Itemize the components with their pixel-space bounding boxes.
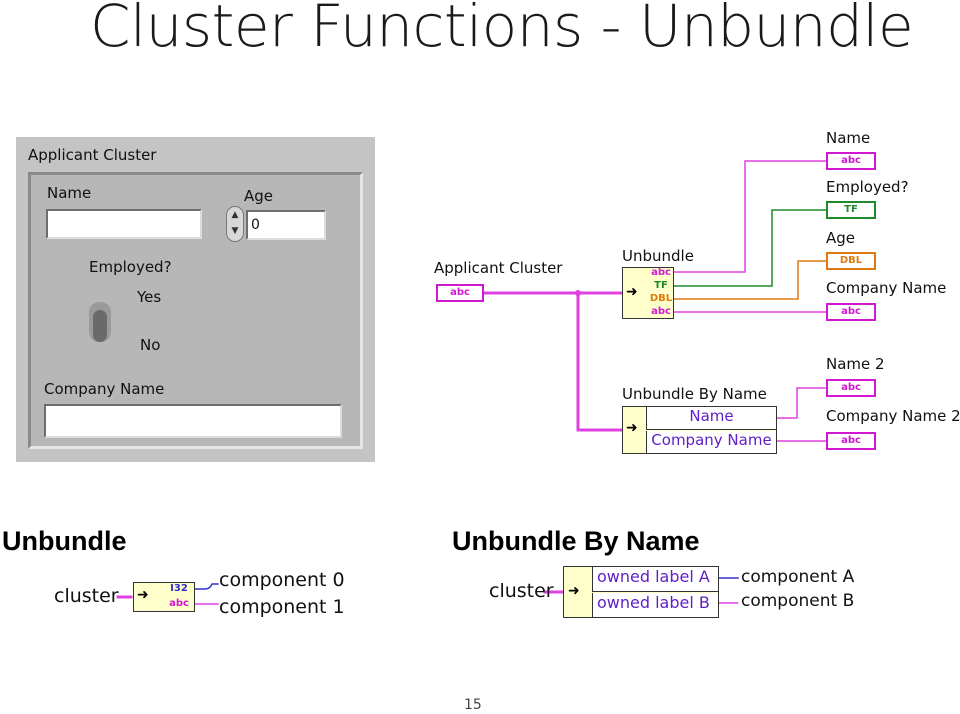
unbundle-heading: Unbundle: [2, 526, 127, 556]
unbundle-example-node: [133, 582, 195, 612]
cluster-input-label: cluster: [489, 580, 554, 602]
no-label: No: [140, 336, 161, 354]
example-term: I32: [170, 583, 188, 594]
unbundle-arrow-icon: ➜: [626, 284, 638, 300]
output-label: Employed?: [826, 178, 909, 196]
unbundle-term: DBL: [649, 293, 673, 304]
unbundle-term: abc: [651, 267, 671, 278]
example-term: abc: [169, 598, 189, 609]
unbundle-by-name-heading: Unbundle By Name: [452, 526, 700, 556]
age-label: Age: [244, 187, 274, 205]
arrow-icon: ➜: [137, 587, 149, 603]
source-label: Applicant Cluster: [434, 259, 563, 277]
component-0-label: component 0: [219, 569, 345, 591]
output-terminal[interactable]: abc: [826, 432, 876, 450]
unbundle-term: abc: [651, 306, 671, 317]
unbundle-by-name-label: Unbundle By Name: [622, 385, 767, 403]
source-terminal[interactable]: abc: [436, 284, 484, 302]
ubn-row[interactable]: Name: [646, 407, 776, 430]
owned-label-b: owned label B: [592, 593, 718, 617]
arrow-icon: ➜: [568, 583, 580, 599]
employed-label: Employed?: [89, 258, 172, 276]
company-name-label: Company Name: [44, 380, 165, 398]
output-terminal[interactable]: abc: [826, 379, 876, 397]
unbundle-term: TF: [654, 280, 668, 291]
ubn-arrow-icon: ➜: [626, 420, 638, 436]
age-field[interactable]: 0: [246, 210, 326, 240]
output-terminal[interactable]: abc: [826, 152, 876, 170]
company-name-field[interactable]: [44, 404, 342, 438]
unbundle-label: Unbundle: [622, 247, 694, 265]
component-a-label: component A: [741, 567, 855, 587]
output-label: Company Name 2: [826, 407, 960, 425]
output-label: Company Name: [826, 279, 947, 297]
output-terminal[interactable]: TF: [826, 201, 876, 219]
output-terminal[interactable]: abc: [826, 303, 876, 321]
output-terminal[interactable]: DBL: [826, 252, 876, 270]
name-field[interactable]: [46, 209, 202, 239]
component-1-label: component 1: [219, 596, 345, 618]
output-label: Name: [826, 129, 871, 147]
cluster-title: Applicant Cluster: [28, 146, 157, 164]
unbundle-node[interactable]: [622, 267, 674, 319]
age-spinner[interactable]: ▲▼: [226, 206, 244, 242]
page-title: Cluster Functions - Unbundle: [90, 0, 914, 60]
ubn-row[interactable]: Company Name: [646, 431, 776, 453]
name-label: Name: [47, 184, 92, 202]
component-b-label: component B: [741, 591, 855, 611]
yes-label: Yes: [137, 288, 162, 306]
output-label: Age: [826, 229, 856, 247]
page-number: 15: [464, 697, 482, 713]
cluster-input-label: cluster: [54, 585, 119, 607]
toggle-lever[interactable]: [93, 310, 107, 342]
owned-label-a: owned label A: [592, 567, 718, 592]
output-label: Name 2: [826, 355, 885, 373]
